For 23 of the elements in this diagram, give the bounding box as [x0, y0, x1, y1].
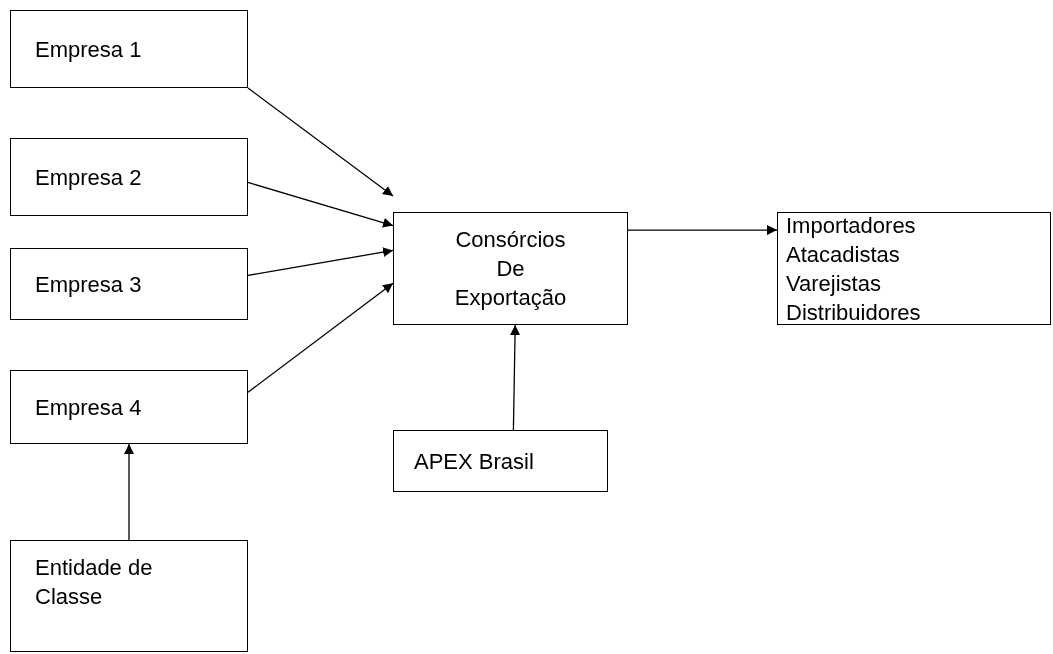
box-label: Empresa 2 [35, 163, 142, 192]
process-box [10, 138, 248, 216]
box-label: Empresa 1 [35, 35, 142, 64]
box-label: Importadores Atacadistas Varejistas Distribuidores [786, 211, 922, 327]
arrow [124, 443, 134, 541]
process-box [10, 370, 248, 444]
process-box [10, 540, 248, 652]
box-label: APEX Brasil [414, 447, 534, 476]
arrow [510, 324, 521, 431]
process-box [10, 10, 248, 88]
process-box [393, 430, 608, 492]
arrow [627, 225, 778, 236]
box-label: Empresa 3 [35, 270, 142, 299]
box-label: Entidade de Classe [35, 554, 154, 611]
process-box [393, 212, 628, 325]
arrow [247, 181, 394, 228]
arrow [247, 87, 394, 197]
arrow [247, 247, 394, 276]
arrow [247, 282, 394, 393]
process-box [777, 212, 1051, 325]
box-label: Consórcios De Exportação [454, 226, 567, 312]
process-box [10, 248, 248, 320]
box-label: Empresa 4 [35, 393, 142, 422]
